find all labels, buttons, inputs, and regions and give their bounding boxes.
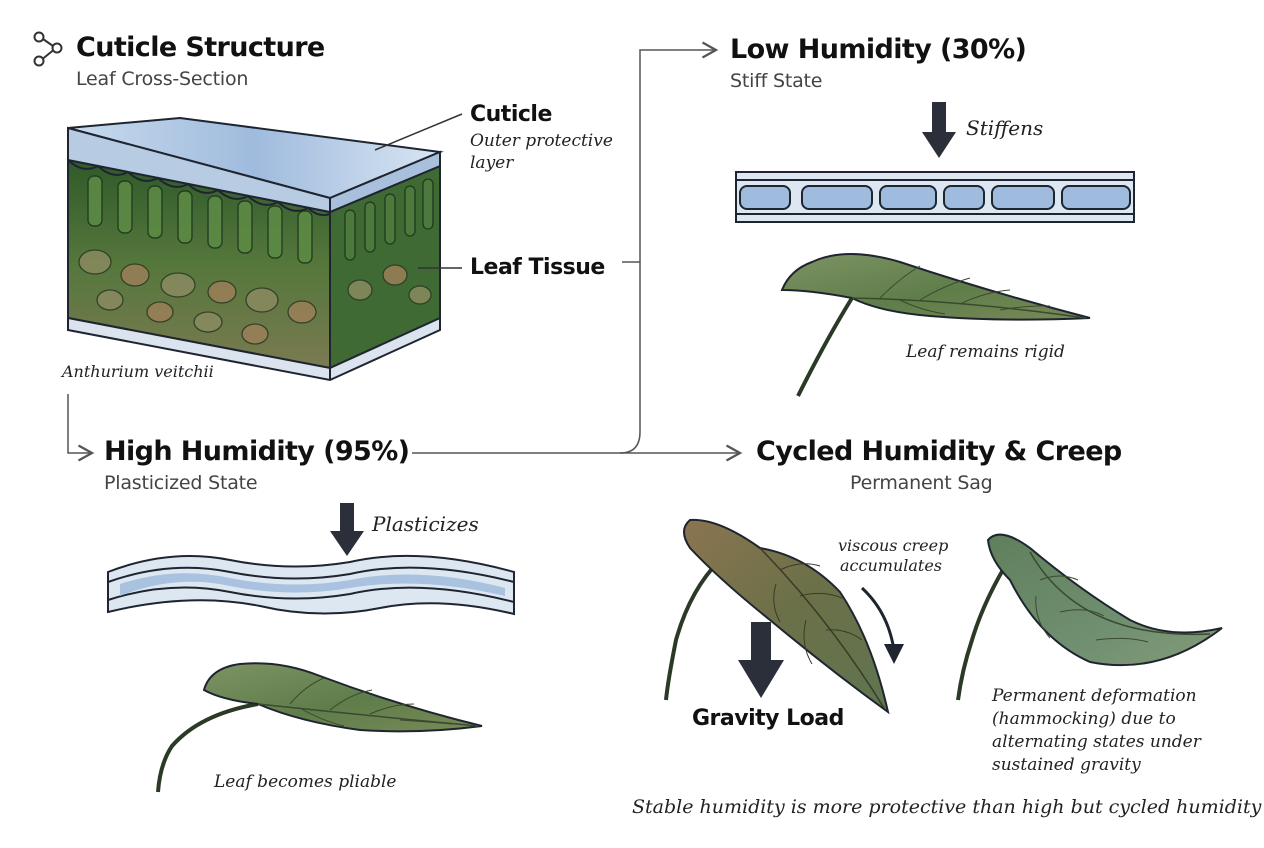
arrow-to-low-humidity: [622, 41, 719, 263]
leaf-rigid-caption: Leaf remains rigid: [906, 342, 1065, 362]
cuticle-pointer-line: [374, 113, 463, 151]
conclusion-statement: Stable humidity is more protective than …: [632, 796, 1262, 818]
deformation-note-line-1: Permanent deformation: [992, 686, 1197, 706]
arrow-to-high-humidity: [67, 394, 95, 462]
plasticized-cuticle-layer: [107, 554, 515, 616]
hammocked-leaf-illustration: [956, 533, 1223, 701]
structure-title: Cuticle Structure: [76, 32, 325, 63]
cuticle-description-line-2: layer: [470, 153, 514, 173]
gravity-arrow-icon: [738, 622, 784, 698]
low-humidity-subtitle: Stiff State: [730, 70, 823, 92]
rigid-leaf-illustration: [780, 253, 1091, 397]
gravity-load-label: Gravity Load: [692, 706, 844, 731]
leaf-pliable-caption: Leaf becomes pliable: [214, 772, 397, 792]
creep-arrow-icon: [860, 586, 904, 664]
stiffens-label: Stiffens: [966, 116, 1044, 140]
leaf-cross-section-illustration: [67, 116, 444, 382]
deformation-note-line-2: (hammocking) due to: [992, 709, 1176, 729]
cycled-humidity-title: Cycled Humidity & Creep: [756, 436, 1122, 467]
pliable-leaf-illustration: [156, 662, 483, 793]
cuticle-label: Cuticle: [470, 102, 552, 127]
plasticizes-arrow-icon: [330, 503, 364, 556]
species-label: Anthurium veitchii: [62, 362, 214, 381]
high-humidity-subtitle: Plasticized State: [104, 472, 258, 494]
sagging-leaf-illustration: [664, 518, 890, 715]
cuticle-description-line-1: Outer protective: [470, 131, 613, 151]
plasticizes-label: Plasticizes: [372, 512, 479, 536]
viscous-creep-line-2: accumulates: [840, 556, 943, 575]
deformation-note-line-4: sustained gravity: [992, 755, 1141, 775]
high-humidity-title: High Humidity (95%): [104, 436, 410, 467]
rigid-cuticle-layer: [735, 171, 1135, 223]
stiffens-arrow-icon: [922, 102, 956, 158]
viscous-creep-line-1: viscous creep: [838, 536, 949, 555]
structure-subtitle: Leaf Cross-Section: [76, 68, 249, 90]
connector-high-to-low: [412, 262, 641, 454]
leaf-tissue-label: Leaf Tissue: [470, 255, 605, 280]
share-nodes-icon: [33, 31, 63, 67]
cycled-humidity-subtitle: Permanent Sag: [850, 472, 993, 494]
deformation-note-line-3: alternating states under: [992, 732, 1201, 752]
low-humidity-title: Low Humidity (30%): [730, 34, 1027, 65]
